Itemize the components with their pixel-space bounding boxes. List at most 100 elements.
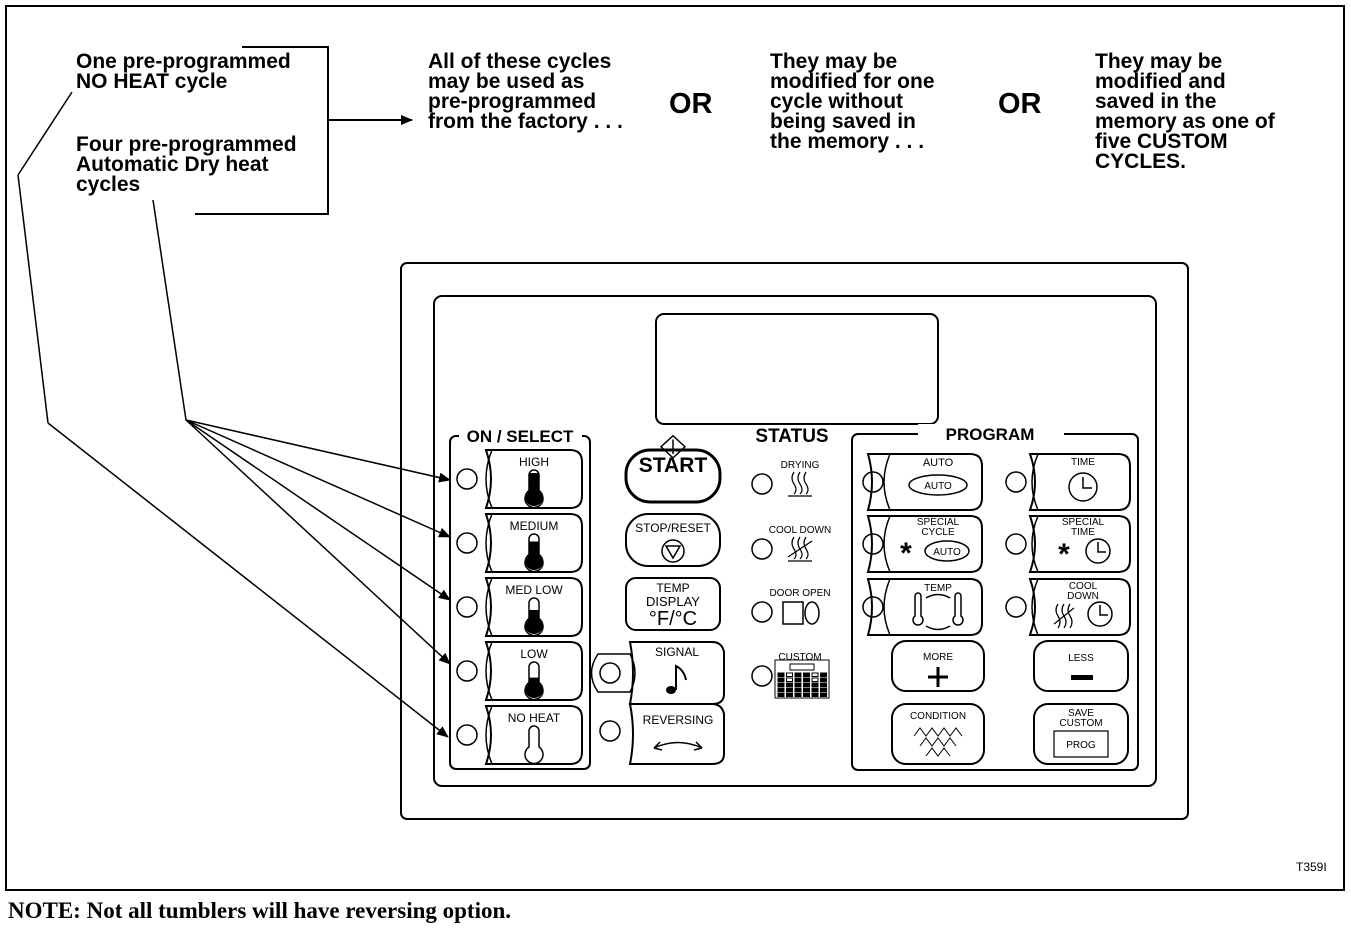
time-indicator bbox=[1005, 471, 1027, 493]
callout-auto-dry: Four pre-programmed Automatic Dry heat c… bbox=[76, 133, 297, 196]
condition-icon bbox=[913, 727, 963, 757]
status-indicator bbox=[751, 601, 773, 623]
on-select-title: ON / SELECT bbox=[467, 427, 574, 446]
program-title: PROGRAM bbox=[946, 425, 1035, 444]
thermometer-swap-icon bbox=[912, 592, 964, 631]
save-custom-line2: CUSTOM bbox=[1059, 718, 1102, 729]
status-label: DRYING bbox=[781, 460, 820, 471]
reversing-label: REVERSING bbox=[643, 713, 714, 727]
status-drying: DRYING bbox=[751, 460, 820, 497]
start-button[interactable]: START bbox=[624, 434, 722, 504]
cool-down-button[interactable]: COOL DOWN bbox=[1005, 578, 1131, 636]
special-time-indicator bbox=[1005, 533, 1027, 555]
figure-code: T359I bbox=[1296, 860, 1327, 874]
heat-button-medium[interactable]: MEDIUM bbox=[456, 513, 583, 573]
callout-modified: They may be modified for one cycle witho… bbox=[770, 50, 935, 153]
reversing-indicator bbox=[599, 720, 621, 742]
temp-program-button[interactable]: TEMP bbox=[862, 578, 983, 636]
heat-button-high[interactable]: HIGH bbox=[456, 449, 583, 509]
figure-border bbox=[5, 5, 1345, 891]
status-label: COOL DOWN bbox=[769, 525, 831, 536]
save-custom-button[interactable]: SAVE CUSTOM PROG bbox=[1033, 703, 1129, 765]
leader-line-no-heat bbox=[17, 174, 49, 424]
custom-grid-icon bbox=[774, 659, 830, 699]
time-button[interactable]: TIME bbox=[1005, 453, 1131, 511]
thermometer-icon bbox=[524, 533, 544, 573]
status-custom: CUSTOM bbox=[751, 652, 830, 699]
heat-button-low[interactable]: LOW bbox=[456, 641, 583, 701]
footnote: NOTE: Not all tumblers will have reversi… bbox=[8, 898, 512, 923]
special-time-button[interactable]: SPECIAL TIME * bbox=[1005, 515, 1131, 573]
status-indicator bbox=[751, 473, 773, 495]
temp-display-line3: °F/°C bbox=[649, 608, 697, 630]
special-cycle-inner-label: AUTO bbox=[933, 547, 961, 558]
condition-button[interactable]: CONDITION bbox=[891, 703, 985, 765]
thermometer-icon bbox=[524, 597, 544, 637]
auto-label: AUTO bbox=[923, 457, 954, 469]
auto-cycle-icon bbox=[924, 540, 970, 562]
heat-label: MEDIUM bbox=[510, 519, 559, 533]
leader-arrow-auto-dry bbox=[185, 419, 451, 483]
heat-label: MED LOW bbox=[505, 583, 563, 597]
thermometer-icon bbox=[524, 661, 544, 701]
status-indicator bbox=[751, 665, 773, 687]
condition-label: CONDITION bbox=[910, 711, 966, 722]
heat-button-no-heat[interactable]: NO HEAT bbox=[456, 705, 583, 765]
heat-label: NO HEAT bbox=[508, 711, 561, 725]
heat-label: HIGH bbox=[519, 455, 549, 469]
thermometer-icon bbox=[524, 725, 544, 765]
cool-down-icon bbox=[787, 536, 813, 562]
cool-down-heat-icon bbox=[1053, 603, 1075, 629]
cool-down-indicator bbox=[1005, 596, 1027, 618]
music-note-icon bbox=[666, 664, 687, 694]
save-custom-line1: SAVE bbox=[1068, 708, 1094, 719]
heat-indicator bbox=[456, 532, 478, 554]
display-window bbox=[655, 313, 939, 425]
prog-label: PROG bbox=[1066, 740, 1096, 751]
less-label: LESS bbox=[1068, 653, 1094, 664]
heat-waves-icon bbox=[788, 471, 812, 497]
leader-line-no-heat bbox=[47, 422, 449, 738]
reversing-arrow-icon bbox=[653, 741, 703, 749]
callout-saved: They may be modified and saved in the me… bbox=[1095, 50, 1275, 173]
heat-indicator bbox=[456, 468, 478, 490]
callout-bracket bbox=[195, 46, 329, 215]
callout-factory: All of these cycles may be used as pre-p… bbox=[428, 50, 623, 133]
auto-button[interactable]: AUTO AUTO bbox=[862, 453, 983, 511]
control-panel bbox=[433, 295, 1157, 787]
control-console bbox=[400, 262, 1189, 820]
status-label: CUSTOM bbox=[778, 652, 821, 663]
start-label: START bbox=[639, 454, 708, 477]
heat-label: LOW bbox=[520, 647, 548, 661]
stop-reset-button[interactable]: STOP/RESET bbox=[625, 513, 721, 567]
status-label: DOOR OPEN bbox=[769, 588, 830, 599]
clock-icon bbox=[1068, 472, 1098, 502]
leader-arrow-auto-dry bbox=[185, 419, 451, 538]
heat-button-med-low[interactable]: MED LOW bbox=[456, 577, 583, 637]
stop-reset-label: STOP/RESET bbox=[635, 521, 711, 535]
temp-display-line2: DISPLAY bbox=[646, 594, 700, 609]
reversing-button[interactable]: REVERSING bbox=[599, 703, 725, 765]
auto-inner-label: AUTO bbox=[924, 481, 952, 492]
status-door-open: DOOR OPEN bbox=[751, 588, 831, 625]
less-button[interactable]: LESS bbox=[1033, 640, 1129, 692]
status-cool-down: COOL DOWN bbox=[751, 525, 831, 562]
minus-icon bbox=[1071, 675, 1093, 680]
special-time-line1: SPECIAL bbox=[1062, 517, 1105, 528]
callout-no-heat: One pre-programmed NO HEAT cycle bbox=[76, 50, 291, 93]
signal-button[interactable]: SIGNAL bbox=[590, 641, 725, 705]
more-button[interactable]: MORE bbox=[891, 640, 985, 692]
temp-program-label: TEMP bbox=[924, 583, 952, 594]
start-icon bbox=[659, 434, 687, 459]
special-cycle-button[interactable]: SPECIAL CYCLE * AUTO bbox=[862, 515, 983, 573]
asterisk-icon: * bbox=[1058, 538, 1070, 571]
status-title: STATUS bbox=[755, 426, 828, 447]
temp-display-button[interactable]: TEMP DISPLAY °F/°C bbox=[625, 577, 721, 631]
cool-down-line2: DOWN bbox=[1067, 591, 1099, 602]
or-label-2: OR bbox=[998, 88, 1042, 120]
special-time-line2: TIME bbox=[1071, 527, 1095, 538]
signal-indicator bbox=[599, 662, 621, 684]
more-label: MORE bbox=[923, 652, 953, 663]
signal-label: SIGNAL bbox=[655, 645, 699, 659]
special-cycle-line2: CYCLE bbox=[921, 527, 955, 538]
